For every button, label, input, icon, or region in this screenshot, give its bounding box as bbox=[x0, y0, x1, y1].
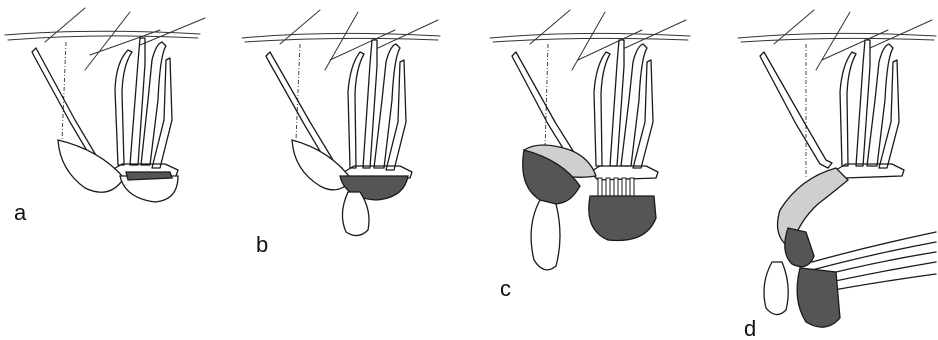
legs bbox=[266, 40, 406, 172]
suspension-line bbox=[62, 42, 66, 140]
panel-c: c bbox=[490, 10, 690, 301]
panel-b: b bbox=[242, 10, 440, 257]
suspension-line bbox=[545, 44, 548, 150]
substrate-fibers bbox=[5, 8, 205, 70]
substrate-fibers bbox=[490, 10, 690, 70]
panel-label-d: d bbox=[744, 316, 756, 340]
substrate-fibers bbox=[738, 10, 936, 70]
exuvia bbox=[764, 262, 788, 315]
suspension-line bbox=[296, 44, 300, 140]
abdomen bbox=[785, 228, 814, 267]
panel-label-a: a bbox=[14, 200, 27, 225]
wing-pad bbox=[126, 172, 172, 180]
pupa-body bbox=[797, 268, 840, 327]
substrate-fibers bbox=[242, 10, 440, 70]
legs bbox=[32, 38, 172, 170]
pupa-body bbox=[589, 196, 656, 241]
panel-a: a bbox=[5, 8, 205, 225]
panel-d: d bbox=[738, 10, 936, 340]
exuvia bbox=[531, 200, 560, 270]
legs bbox=[760, 40, 899, 168]
panel-label-c: c bbox=[500, 276, 511, 301]
panel-label-b: b bbox=[256, 232, 268, 257]
